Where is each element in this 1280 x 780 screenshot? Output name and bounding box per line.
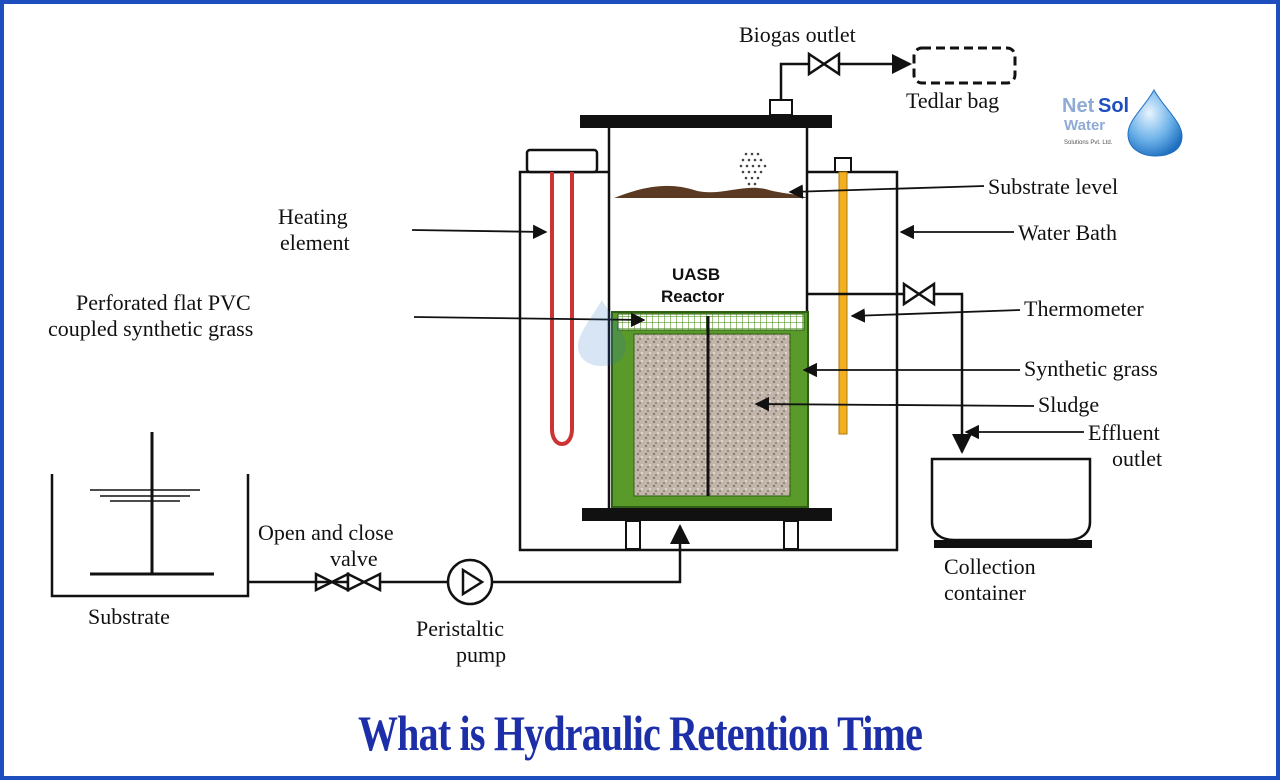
label-pump-2: pump [456,642,506,667]
feed-pipe-3 [492,524,690,584]
logo-net: Net [1062,95,1095,117]
label-valve-2: valve [330,546,378,571]
label-perforated-1: Perforated flat PVC [76,290,251,315]
gas-nozzle [769,99,793,116]
label-substrate-level: Substrate level [988,174,1118,199]
label-water-bath: Water Bath [1018,220,1117,245]
label-heating-1: Heating [278,204,348,229]
label-pump-1: Peristaltic [416,616,504,641]
substrate-tank [50,474,250,598]
water-drop-icon [1127,88,1183,157]
label-effluent-2: outlet [1112,446,1162,471]
gas-bubbles [739,152,767,186]
page-title: What is Hydraulic Retention Time [357,705,923,761]
perforated-pvc-plate [617,313,805,331]
label-perforated-2: coupled synthetic grass [48,316,253,341]
logo-sub: Solutions Pvt. Ltd. [1064,140,1113,146]
tedlar-bag [912,46,1017,85]
uasb-reactor-diagram: Biogas outlet Tedlar bag Substrate level… [48,22,1183,667]
label-substrate: Substrate [88,604,170,629]
heating-element [550,172,574,446]
label-valve-1: Open and close [258,520,394,545]
reactor-bottom-plate [582,508,832,521]
label-reactor-2: Reactor [661,287,725,306]
feed-valve [314,571,382,593]
label-synthetic-grass: Synthetic grass [1024,356,1158,381]
netsol-water-logo: Net Sol Water Solutions Pvt. Ltd. [1062,88,1183,157]
label-tedlar-bag: Tedlar bag [906,88,999,113]
label-heating-2: element [280,230,350,255]
peristaltic-pump [446,558,494,606]
label-thermometer: Thermometer [1024,296,1144,321]
sludge-bed [633,333,791,497]
label-effluent-1: Effluent [1088,420,1160,445]
collection-base [934,540,1092,548]
logo-sol: Sol [1098,95,1129,117]
reactor-leg-left [625,520,641,550]
thermometer-cap [834,157,852,173]
reactor-leg-right [783,520,799,550]
watermark-drop [578,300,626,366]
collection-container [930,457,1092,542]
heater-cap [525,148,599,174]
thermometer-tube [838,171,848,435]
logo-water: Water [1064,117,1105,134]
reactor-top-plate [580,115,832,128]
biogas-pipe [779,62,809,100]
arrow-substrate-level [788,184,985,199]
label-sludge: Sludge [1038,392,1099,417]
label-collection-2: container [944,580,1027,605]
arrow-perforated [413,312,646,328]
label-reactor-1: UASB [672,265,720,284]
label-collection-1: Collection [944,554,1036,579]
arrow-thermometer [850,308,1021,323]
arrow-sludge [754,396,1035,412]
biogas-valve [807,51,841,77]
effluent-valve [902,281,936,307]
substrate-level-mound [614,185,807,198]
arrow-heating-element [411,224,548,240]
effluent-pipe-down [934,292,972,454]
label-biogas-outlet: Biogas outlet [739,22,856,47]
